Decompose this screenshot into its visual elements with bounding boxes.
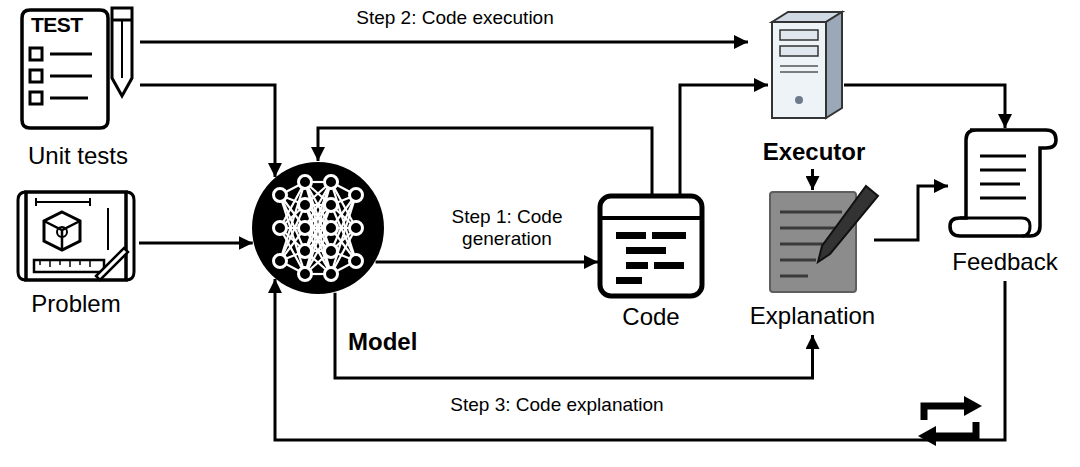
network-unit: [350, 222, 363, 235]
network-unit: [299, 222, 312, 235]
step-label: Step 2: Code execution: [302, 7, 608, 29]
node-label: Executor: [763, 138, 866, 166]
step-label: Step 3: Code explanation: [404, 394, 710, 416]
network-unit: [274, 222, 287, 235]
network-unit: [325, 222, 338, 235]
flow-arrow: [376, 261, 598, 264]
node-label: Problem: [31, 290, 120, 318]
scroll-icon: [950, 130, 1056, 236]
flow-arrow: [139, 242, 253, 245]
network-unit: [299, 245, 312, 258]
blueprint-icon: [18, 192, 134, 280]
icon-caption: TEST: [31, 13, 83, 37]
node-label: Feedback: [952, 248, 1057, 276]
flow-arrow: [140, 41, 748, 44]
node-label: Code: [622, 303, 679, 331]
network-unit: [299, 199, 312, 212]
flow-arrow: [844, 85, 1005, 128]
executor-node: Executor: [752, 10, 844, 120]
flow-arrow: [680, 85, 768, 195]
network-unit: [325, 245, 338, 258]
computer-icon: [772, 12, 842, 118]
code-window-icon: [600, 196, 702, 296]
network-unit: [325, 199, 338, 212]
network-unit: [350, 255, 363, 268]
node-label: Explanation: [750, 302, 875, 330]
feedback-node: Feedback: [950, 124, 1060, 240]
network-link: [305, 205, 331, 274]
network-unit: [299, 176, 312, 189]
flow-arrow: [874, 186, 948, 240]
network-unit: [274, 189, 287, 202]
node-label: Model: [348, 328, 417, 356]
neural-network-icon: [252, 162, 384, 294]
explanation-node: Explanation: [755, 186, 870, 294]
flow-arrow: [811, 169, 814, 190]
test-sheet-icon: [22, 8, 132, 128]
network-unit: [350, 189, 363, 202]
code-node: Code: [597, 193, 705, 299]
network-unit: [325, 268, 338, 281]
flow-arrow: [275, 279, 1005, 440]
model-node: Model: [252, 162, 384, 294]
network-unit: [299, 268, 312, 281]
flow-arrow: [140, 85, 275, 177]
flow-arrow: [335, 293, 813, 378]
problem-node: Problem: [15, 186, 137, 284]
node-label: Unit tests: [28, 142, 128, 170]
step-label: Step 1: Code generation: [429, 206, 585, 250]
network-unit: [325, 176, 338, 189]
network-unit: [274, 255, 287, 268]
flow-arrow: [318, 128, 652, 195]
notepad-icon: [770, 186, 878, 292]
